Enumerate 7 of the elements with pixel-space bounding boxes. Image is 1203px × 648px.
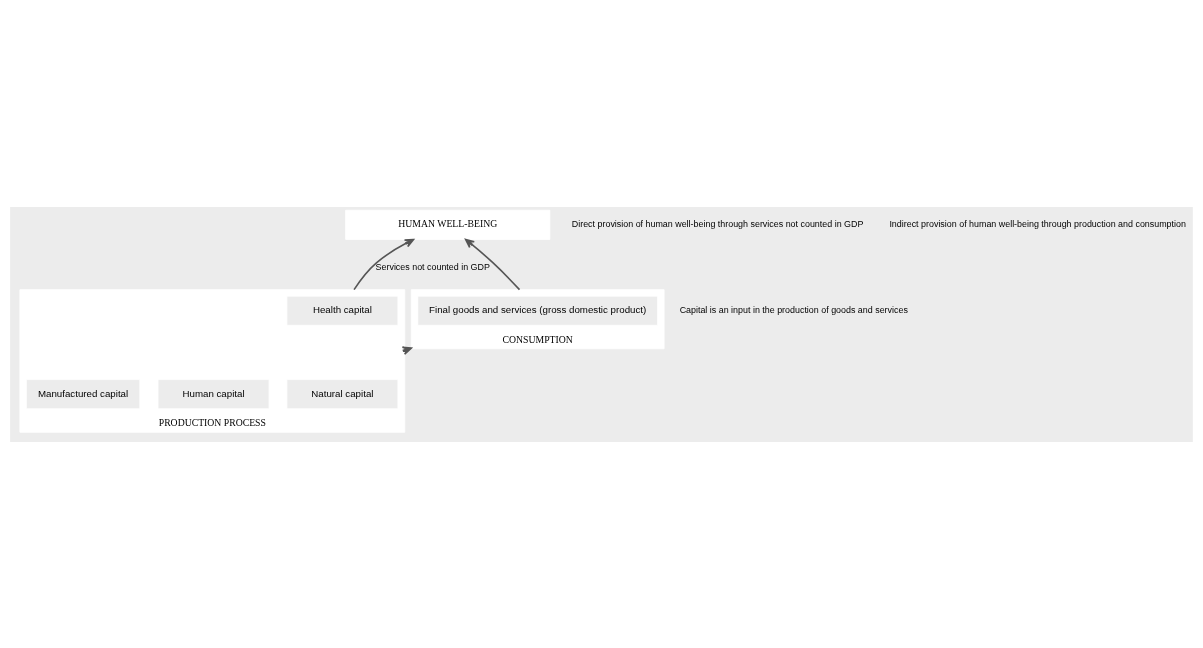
arrow <box>353 238 415 290</box>
label: Indirect provision of human well-being through production and consumption <box>889 218 1186 229</box>
node-box: HUMAN WELL-BEING <box>345 209 551 240</box>
label: Direct provision of human well-being through services not counted in GDP <box>571 218 864 229</box>
edge-label: Services not counted in GDP <box>375 261 490 272</box>
arrow <box>464 238 521 290</box>
label: Capital is an input in the production of goods and services <box>679 304 908 315</box>
